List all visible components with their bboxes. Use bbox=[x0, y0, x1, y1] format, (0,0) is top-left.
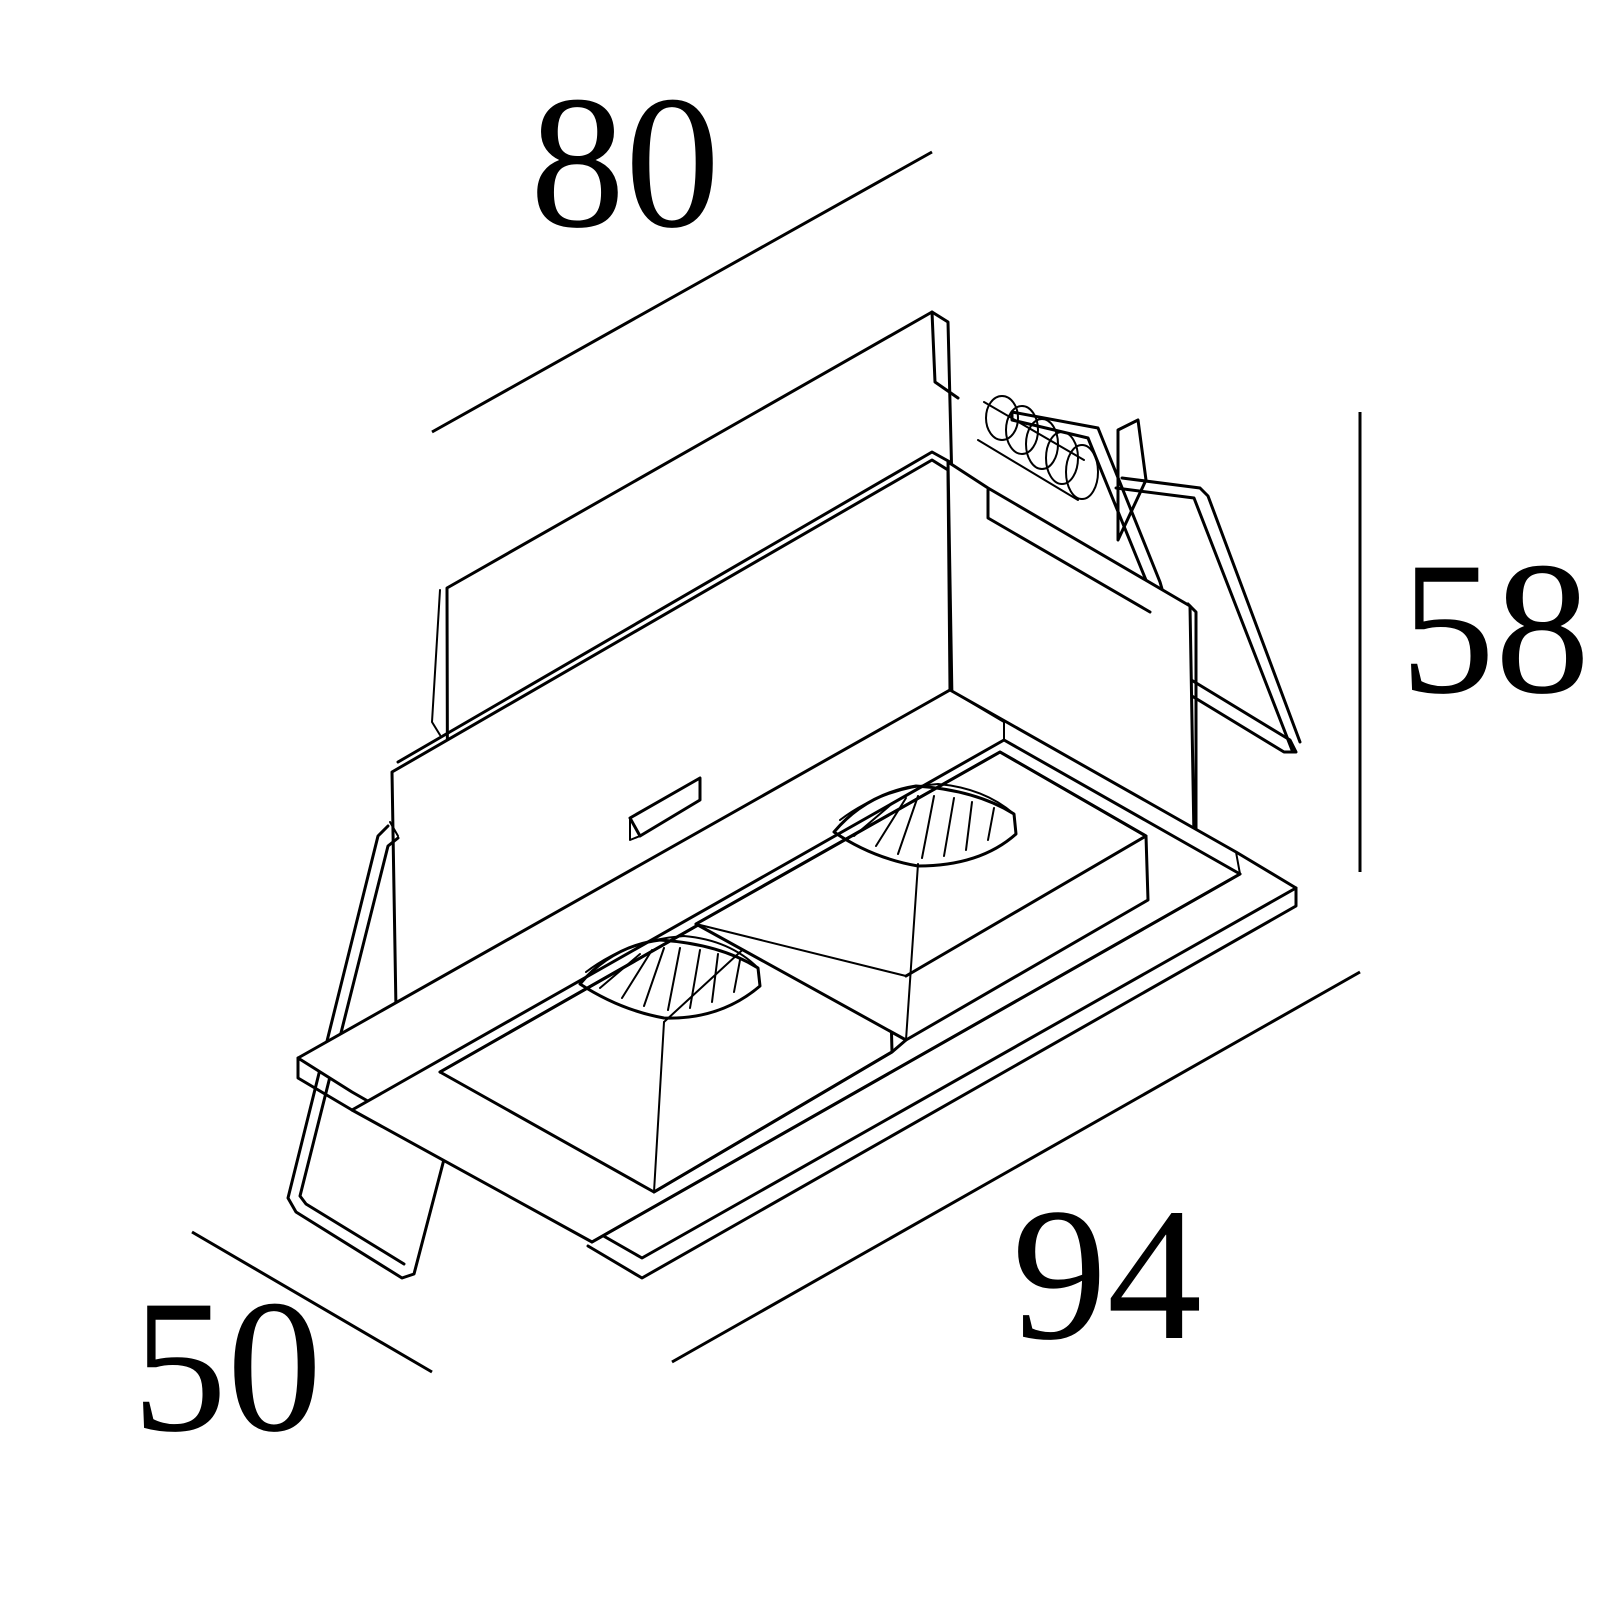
inner-rim bbox=[590, 872, 1242, 1244]
dim-label-length: 80 bbox=[530, 58, 720, 268]
dim-label-overall-length: 94 bbox=[1012, 1170, 1202, 1380]
label-slot-icon bbox=[628, 776, 702, 841]
spring-clip-right bbox=[977, 395, 1302, 754]
coil-spring-icon bbox=[977, 395, 1099, 501]
main-housing bbox=[390, 450, 1198, 1012]
dim-label-height: 58 bbox=[1400, 524, 1590, 734]
reflector-fins-icon bbox=[839, 783, 1015, 859]
reflector-fins-icon bbox=[585, 935, 759, 1011]
spring-clip-left bbox=[286, 821, 450, 1280]
lens-cell-right bbox=[694, 750, 1150, 1042]
dim-line-depth bbox=[191, 1230, 433, 1374]
cell-divider bbox=[652, 1038, 908, 1194]
dim-label-depth: 50 bbox=[132, 1262, 322, 1472]
dim-line-length bbox=[431, 150, 933, 434]
dim-line-overall-length bbox=[671, 970, 1361, 1364]
